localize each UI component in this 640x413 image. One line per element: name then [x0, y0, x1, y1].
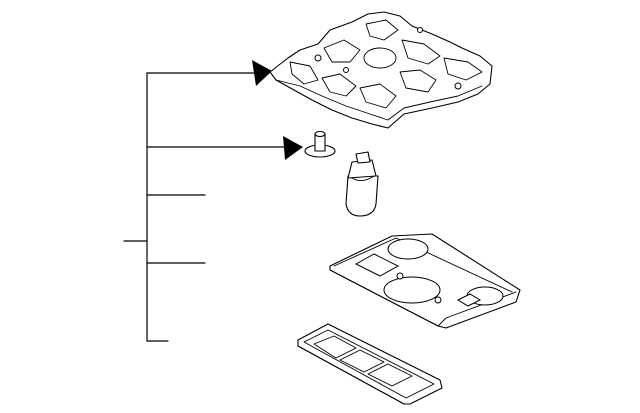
cover-panel-2 — [339, 349, 385, 373]
bracket-rib-2 — [323, 39, 361, 63]
housing-small-window — [456, 293, 482, 307]
cover-panel-3 — [367, 363, 413, 387]
housing-hole-2 — [434, 296, 442, 304]
arrowhead-2-icon — [283, 136, 303, 160]
bracket-hole-2 — [454, 82, 462, 90]
bracket-rib-4 — [401, 39, 441, 65]
retaining-clip — [304, 130, 336, 158]
console-bracket-assembly — [269, 11, 493, 129]
console-housing — [329, 233, 521, 329]
housing-hole-1 — [396, 272, 404, 280]
bracket-rib-5 — [443, 57, 483, 81]
socket-seam — [351, 175, 375, 181]
bracket-edge — [275, 79, 483, 121]
bracket-hole-1 — [314, 54, 322, 62]
socket-body — [345, 175, 379, 217]
bracket-outline — [269, 11, 493, 129]
bracket-rib-1 — [289, 61, 319, 85]
callout-tree — [123, 60, 303, 342]
arrowhead-1-icon — [252, 60, 272, 86]
housing-opening-2 — [383, 276, 441, 304]
bracket-hole-4 — [343, 67, 349, 73]
bracket-rib-7 — [359, 83, 397, 109]
bracket-hole-3 — [417, 27, 423, 33]
socket-tab — [355, 151, 371, 164]
lamp-socket — [345, 151, 379, 217]
trim-cover — [297, 323, 443, 405]
housing-switch-window — [354, 253, 400, 277]
cover-outline — [297, 323, 443, 405]
cover-lip — [297, 345, 405, 405]
bracket-rib-6 — [321, 73, 357, 97]
bracket-ring — [363, 47, 397, 69]
bracket-rib-8 — [399, 69, 437, 93]
bracket-rib-3 — [365, 19, 399, 41]
housing-inner-edge — [333, 237, 513, 293]
housing-opening-1 — [387, 238, 429, 260]
cover-panel-1 — [313, 335, 357, 359]
clip-head — [314, 130, 326, 138]
cover-inner-edge — [303, 329, 435, 399]
